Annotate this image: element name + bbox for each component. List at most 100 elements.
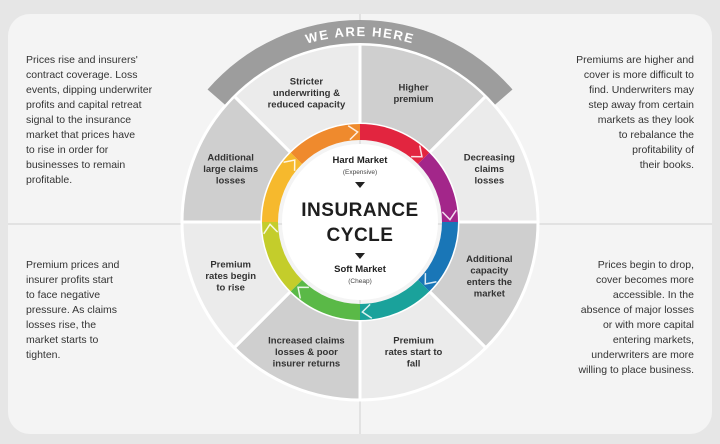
- segment-label-line: to rise: [216, 283, 245, 294]
- arrow-segment-additional-capacity: [417, 222, 458, 292]
- quadrant-text-line: Prices rise and insurers': [26, 54, 138, 66]
- quadrant-text-line: or with more capital: [602, 319, 694, 331]
- segment-label-line: claims: [475, 164, 505, 175]
- quadrant-text-line: cover becomes more: [595, 274, 694, 286]
- segment-label-line: market: [474, 288, 506, 299]
- arrow-chevron-icon: [347, 125, 359, 141]
- arrow-segment-premium-rates-fall: [360, 279, 430, 320]
- segment-label-line: underwriting &: [273, 88, 340, 99]
- segment-label-line: losses & poor: [275, 347, 338, 358]
- quadrant-text-line: markets as they look: [597, 114, 694, 126]
- down-triangle-icon: [355, 253, 365, 259]
- soft-market-sub: (Cheap): [348, 278, 371, 285]
- segment-label-line: rates start to: [385, 347, 443, 358]
- segment-label-line: enters the: [467, 277, 512, 288]
- quadrant-text-line: Premium prices and: [26, 259, 120, 271]
- quadrant-text-line: accessible. In the: [612, 289, 694, 301]
- quadrant-text-line: profits and capital retreat: [26, 99, 142, 111]
- segment-label-line: Additional: [207, 152, 253, 163]
- arrow-chevron-icon: [297, 286, 309, 299]
- we-are-here-text: WE ARE HERE: [304, 24, 415, 47]
- quadrant-text-line: their books.: [639, 159, 694, 171]
- segment-label-line: fall: [407, 358, 421, 369]
- hard-market-label: Hard Market: [333, 155, 389, 166]
- banner-band: [207, 19, 513, 105]
- center-title-line1: INSURANCE: [301, 200, 418, 221]
- quadrant-text-line: Premiums are higher and: [576, 54, 694, 66]
- quadrant-text-top-left: Prices rise and insurers' contract covera…: [26, 53, 196, 188]
- quadrant-text-line: cover is more difficult to: [583, 69, 694, 81]
- quadrant-text-bottom-left: Premium prices and insurer profits start t…: [26, 258, 176, 363]
- quadrant-text-line: step away from certain: [588, 99, 694, 111]
- quadrant-text-line: events, dipping underwriter: [26, 84, 153, 96]
- quadrant-text-line: tighten.: [26, 349, 61, 361]
- segment-label-line: Premium: [210, 260, 251, 271]
- arrow-segment-higher-premium: [360, 124, 430, 165]
- quadrant-text-line: Prices begin to drop,: [597, 259, 694, 271]
- segment-label-line: Decreasing: [464, 152, 515, 163]
- cycle-arrow-ring: [262, 124, 458, 320]
- soft-market-label: Soft Market: [334, 264, 387, 275]
- quadrant-text-line: to rebalance the: [618, 129, 694, 141]
- quadrant-text-top-right: Premiums are higher and cover is more dif…: [522, 53, 694, 173]
- quadrant-text-line: market that prices have: [26, 129, 136, 141]
- arrow-chevron-icon: [361, 303, 373, 319]
- segment-label-line: Higher: [399, 82, 429, 93]
- we-are-here-banner: WE ARE HERE: [207, 19, 513, 105]
- quadrant-text-line: pressure. As claims: [26, 304, 118, 316]
- arrow-segment-increased-claims: [290, 279, 360, 320]
- quadrant-text-line: entering markets,: [612, 334, 694, 346]
- segment-label-line: capacity: [470, 265, 509, 276]
- arrow-segment-decreasing-claims: [417, 152, 458, 222]
- arrow-chevron-icon: [441, 209, 457, 221]
- segment-label-line: Increased claims: [268, 335, 345, 346]
- center-title-line2: CYCLE: [327, 225, 394, 246]
- quadrant-text-line: businesses to remain: [26, 159, 126, 171]
- segment-label-line: insurer returns: [273, 358, 341, 369]
- segment-label-line: premium: [394, 94, 434, 105]
- quadrant-text-line: profitability of: [632, 144, 694, 156]
- segment-label-line: losses: [475, 175, 505, 186]
- arrow-chevron-icon: [424, 273, 437, 285]
- arrow-segment-additional-large-claims: [262, 152, 303, 222]
- segment-label-line: rates begin: [205, 271, 256, 282]
- arrow-segment-premium-rates-rise: [262, 222, 303, 292]
- quadrant-text-line: absence of major losses: [580, 304, 694, 316]
- hard-market-sub: (Expensive): [343, 169, 377, 176]
- segment-label-line: Premium: [393, 335, 434, 346]
- segment-label-line: reduced capacity: [268, 100, 346, 111]
- center-disc: [282, 144, 438, 300]
- segment-label-line: losses: [216, 175, 246, 186]
- we-are-here-label: WE ARE HERE: [304, 24, 417, 47]
- quadrant-text-line: contract coverage. Loss: [26, 69, 138, 81]
- segment-label-line: large claims: [203, 164, 258, 175]
- quadrant-text-bottom-right: Prices begin to drop, cover becomes more a…: [528, 258, 694, 378]
- quadrant-text-line: find. Underwriters may: [588, 84, 694, 96]
- down-triangle-icon: [355, 182, 365, 188]
- quadrant-text-line: to rise in order for: [26, 144, 109, 156]
- outer-ring: [180, 42, 540, 402]
- segment-label-line: Additional: [466, 254, 512, 265]
- quadrant-text-line: underwriters are more: [591, 349, 694, 361]
- quadrant-text-line: willing to place business.: [578, 364, 694, 376]
- arrow-chevron-icon: [263, 223, 279, 235]
- arrow-chevron-icon: [283, 159, 296, 171]
- quadrant-text-line: losses rise, the: [26, 319, 97, 331]
- arrow-chevron-icon: [411, 145, 423, 158]
- quadrant-text-line: to face negative: [26, 289, 101, 301]
- segment-label-line: Stricter: [290, 77, 324, 88]
- quadrant-text-line: market starts to: [26, 334, 99, 346]
- quadrant-text-line: signal to the insurance: [26, 114, 132, 126]
- quadrant-text-line: insurer profits start: [26, 274, 113, 286]
